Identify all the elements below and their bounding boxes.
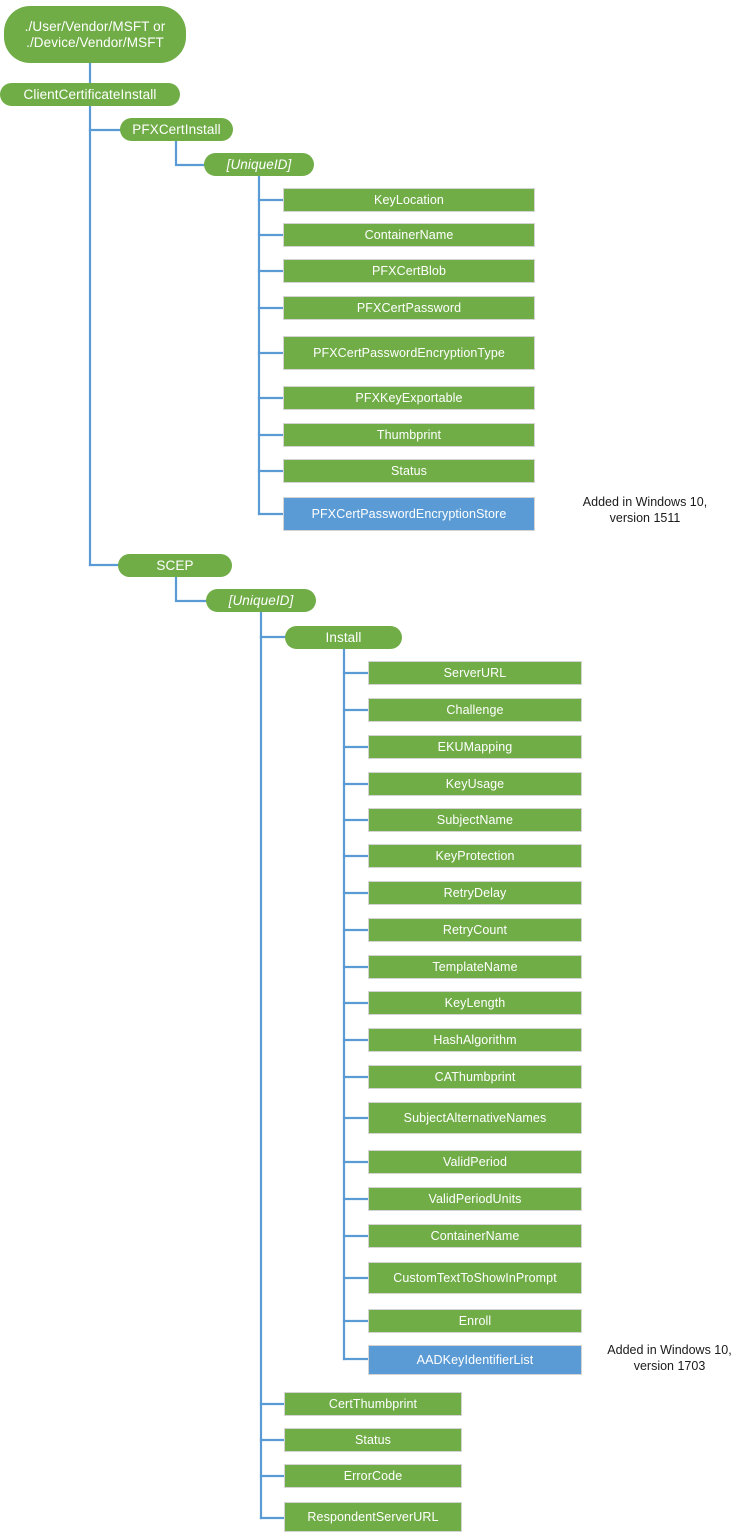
node-pfxcertblob[interactable]: PFXCertBlob bbox=[283, 259, 535, 283]
node-keylength[interactable]: KeyLength bbox=[368, 991, 582, 1015]
node-scep-unique-id[interactable]: [UniqueID] bbox=[206, 589, 316, 612]
node-customtexttoshowinprompt[interactable]: CustomTextToShowInPrompt bbox=[368, 1262, 582, 1294]
node-containername-scep[interactable]: ContainerName bbox=[368, 1224, 582, 1248]
node-subjectname[interactable]: SubjectName bbox=[368, 808, 582, 832]
node-subjectalternativenames[interactable]: SubjectAlternativeNames bbox=[368, 1102, 582, 1134]
node-keyusage[interactable]: KeyUsage bbox=[368, 772, 582, 796]
node-validperiodunits[interactable]: ValidPeriodUnits bbox=[368, 1187, 582, 1211]
node-containername-pfx[interactable]: ContainerName bbox=[283, 223, 535, 247]
node-retrydelay[interactable]: RetryDelay bbox=[368, 881, 582, 905]
node-respondentserverurl[interactable]: RespondentServerURL bbox=[284, 1502, 462, 1532]
node-install[interactable]: Install bbox=[285, 626, 402, 649]
node-keyprotection[interactable]: KeyProtection bbox=[368, 844, 582, 868]
node-aadkeyidentifierlist[interactable]: AADKeyIdentifierList bbox=[368, 1345, 582, 1375]
annotation-scep-added-version: Added in Windows 10, version 1703 bbox=[607, 1343, 732, 1373]
node-validperiod[interactable]: ValidPeriod bbox=[368, 1150, 582, 1174]
node-errorcode[interactable]: ErrorCode bbox=[284, 1464, 462, 1488]
node-status-pfx[interactable]: Status bbox=[283, 459, 535, 483]
node-templatename[interactable]: TemplateName bbox=[368, 955, 582, 979]
node-pfx-unique-id[interactable]: [UniqueID] bbox=[204, 153, 314, 176]
annotation-pfx-added-version: Added in Windows 10, version 1511 bbox=[582, 495, 708, 525]
node-retrycount[interactable]: RetryCount bbox=[368, 918, 582, 942]
node-enroll[interactable]: Enroll bbox=[368, 1309, 582, 1333]
node-hashalgorithm[interactable]: HashAlgorithm bbox=[368, 1028, 582, 1052]
node-cathumbprint[interactable]: CAThumbprint bbox=[368, 1065, 582, 1089]
node-root[interactable]: ./User/Vendor/MSFT or ./Device/Vendor/MS… bbox=[4, 6, 186, 63]
node-ekumapping[interactable]: EKUMapping bbox=[368, 735, 582, 759]
node-pfx-cert-install[interactable]: PFXCertInstall bbox=[120, 118, 233, 141]
node-serverurl[interactable]: ServerURL bbox=[368, 661, 582, 685]
node-pfxcertpasswordencryptiontype[interactable]: PFXCertPasswordEncryptionType bbox=[283, 336, 535, 370]
node-status-scep[interactable]: Status bbox=[284, 1428, 462, 1452]
node-scep[interactable]: SCEP bbox=[118, 554, 232, 577]
node-pfxcertpasswordencryptionstore[interactable]: PFXCertPasswordEncryptionStore bbox=[283, 497, 535, 531]
node-challenge[interactable]: Challenge bbox=[368, 698, 582, 722]
node-certthumbprint[interactable]: CertThumbprint bbox=[284, 1392, 462, 1416]
node-keylocation[interactable]: KeyLocation bbox=[283, 188, 535, 212]
node-pfxcertpassword[interactable]: PFXCertPassword bbox=[283, 296, 535, 320]
node-client-certificate-install[interactable]: ClientCertificateInstall bbox=[0, 83, 180, 106]
node-pfxkeyexportable[interactable]: PFXKeyExportable bbox=[283, 386, 535, 410]
node-thumbprint[interactable]: Thumbprint bbox=[283, 423, 535, 447]
